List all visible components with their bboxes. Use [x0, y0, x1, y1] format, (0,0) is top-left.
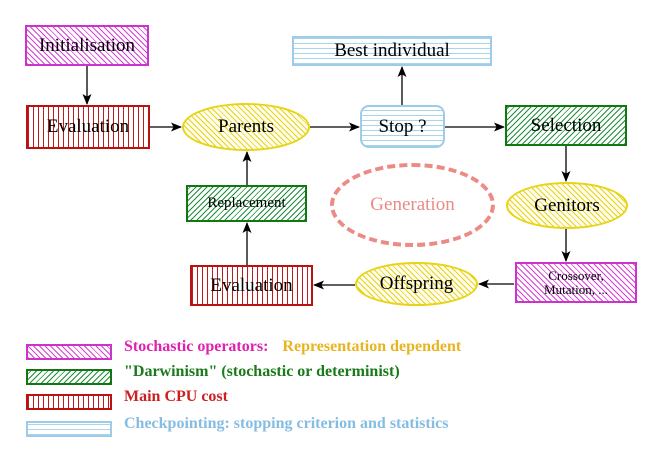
node-evaluation-top-label: Evaluation — [46, 116, 130, 138]
node-evaluation-bottom-label: Evaluation — [210, 274, 293, 296]
node-generation-label: Generation — [370, 194, 455, 216]
node-best-individual[interactable]: Best individual — [292, 36, 492, 66]
legend-row-stochastic: Stochastic operators: Representation depe… — [0, 338, 662, 367]
legend-label-stochastic-primary: Stochastic operators: — [124, 338, 269, 355]
legend-label-stochastic: Stochastic operators: Representation depe… — [124, 338, 461, 356]
node-genitors[interactable]: Genitors — [506, 182, 628, 229]
node-stop[interactable]: Stop ? — [360, 105, 445, 148]
node-crossover-mutation-label: Crossover, Mutation, ... — [544, 267, 608, 297]
legend-row-checkpointing: Checkpointing: stopping criterion and st… — [0, 415, 662, 444]
node-initialisation-label: Initialisation — [38, 34, 136, 56]
legend-swatch-blue-horizontal — [26, 421, 112, 437]
node-selection[interactable]: Selection — [505, 105, 627, 146]
legend-label-checkpointing: Checkpointing: stopping criterion and st… — [124, 415, 449, 432]
node-genitors-label: Genitors — [534, 194, 600, 216]
legend-row-darwinism: "Darwinism" (stochastic or determinist) — [0, 363, 662, 392]
node-offspring[interactable]: Offspring — [355, 262, 478, 306]
legend-swatch-green-diagonal — [26, 369, 112, 385]
node-best-individual-label: Best individual — [334, 40, 450, 62]
node-generation: Generation — [330, 163, 495, 247]
node-initialisation[interactable]: Initialisation — [25, 25, 149, 66]
node-crossover-mutation[interactable]: Crossover, Mutation, ... — [515, 262, 637, 303]
legend-swatch-red-vertical — [26, 394, 112, 410]
legend: Stochastic operators: Representation depe… — [0, 338, 662, 471]
legend-row-cpu-cost: Main CPU cost — [0, 388, 662, 417]
node-replacement-label: Replacement — [207, 194, 286, 211]
node-evaluation-top[interactable]: Evaluation — [26, 105, 150, 149]
node-evaluation-bottom[interactable]: Evaluation — [190, 265, 313, 306]
legend-swatch-magenta-diagonal — [26, 344, 112, 360]
node-selection-label: Selection — [530, 114, 602, 136]
legend-label-stochastic-secondary: Representation dependent — [282, 338, 462, 355]
legend-label-darwinism: "Darwinism" (stochastic or determinist) — [124, 363, 400, 380]
node-replacement[interactable]: Replacement — [186, 185, 307, 222]
node-parents-label: Parents — [218, 116, 274, 138]
node-stop-label: Stop ? — [378, 115, 427, 137]
node-parents[interactable]: Parents — [182, 103, 310, 151]
node-offspring-label: Offspring — [379, 273, 454, 295]
legend-label-cpu-cost: Main CPU cost — [124, 388, 228, 405]
